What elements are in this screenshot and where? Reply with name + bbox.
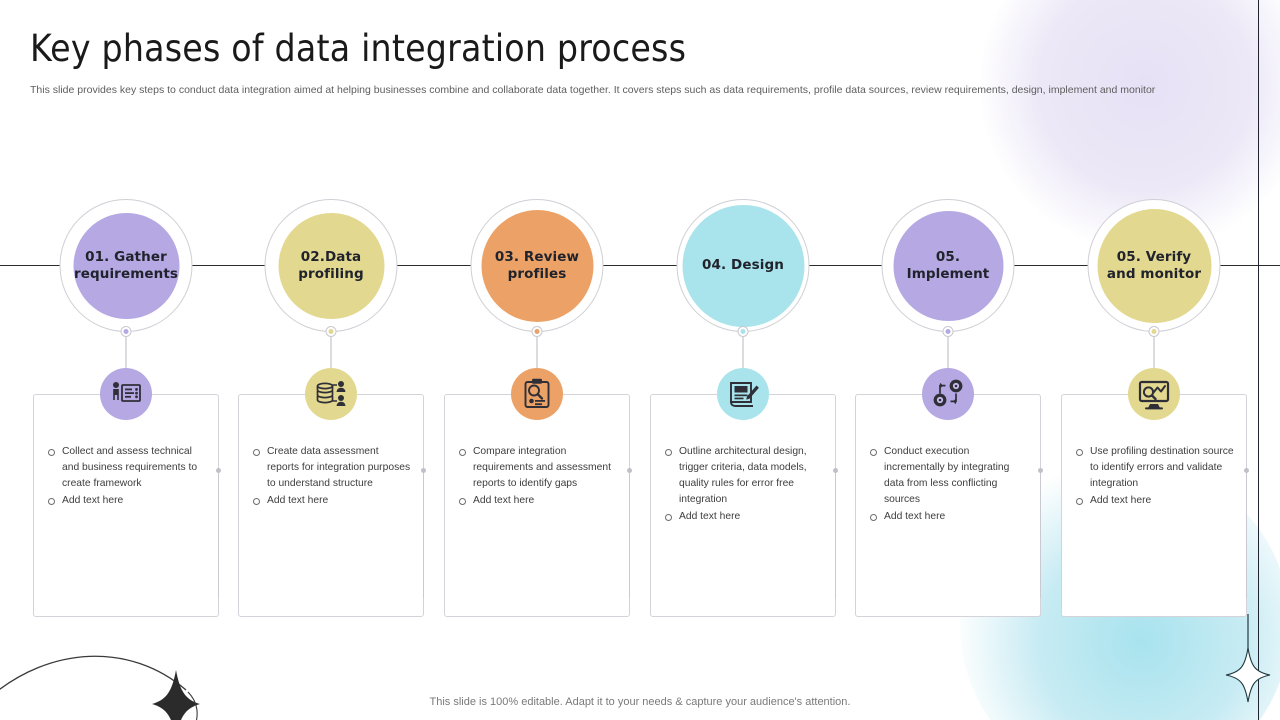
list-item: Conduct execution incrementally by integ… — [866, 444, 1028, 508]
list-item: Add text here — [44, 493, 206, 509]
phase-node-dot-6 — [1148, 326, 1160, 337]
phase-label-4: 04. Design — [702, 257, 784, 274]
slide-header: Key phases of data integration process T… — [30, 27, 1255, 97]
phase-card-tick-4 — [833, 468, 838, 598]
phase-label-3: 03. Review profiles — [494, 248, 580, 282]
phase-column-1: 01. Gather requirements Collect — [23, 0, 229, 720]
list-item: Create data assessment reports for integ… — [249, 444, 411, 492]
phase-column-6: 05. Verify and monitor Use profiling des… — [1051, 0, 1257, 720]
phase-card-tick-5 — [1038, 468, 1043, 598]
list-item: Add text here — [1072, 493, 1234, 509]
phase-card-tick-1 — [216, 468, 221, 598]
phase-column-3: 03. Review profiles Compare integration … — [434, 0, 640, 720]
phase-disc-wrap-2: 02.Data profiling — [265, 199, 398, 332]
phase-circle-5[interactable]: 05. Implement — [893, 210, 1003, 321]
phase-card-tick-2 — [421, 468, 426, 598]
phase-label-6: 05. Verify and monitor — [1106, 248, 1202, 282]
monitor-magnifier-icon[interactable] — [1128, 368, 1180, 420]
timeline-spine — [0, 265, 1280, 266]
gears-cycle-icon[interactable] — [922, 368, 974, 420]
phase-node-dot-2 — [325, 326, 337, 337]
phase-bullet-list-5: Conduct execution incrementally by integ… — [866, 444, 1028, 525]
phase-label-5: 05. Implement — [906, 248, 990, 282]
presenter-checklist-icon[interactable] — [100, 368, 152, 420]
phase-bullet-list-4: Outline architectural design, trigger cr… — [661, 444, 823, 525]
list-item: Add text here — [866, 509, 1028, 525]
list-item: Add text here — [661, 509, 823, 525]
slide-footer: This slide is 100% editable. Adapt it to… — [429, 696, 851, 708]
phase-column-4: 04. Design Outline architectural design,… — [640, 0, 846, 720]
phase-card-4: Outline architectural design, trigger cr… — [650, 394, 838, 617]
phase-circle-4[interactable]: 04. Design — [682, 204, 804, 327]
right-edge-rule — [1257, 0, 1259, 720]
phase-card-1: Collect and assess technical and busines… — [33, 394, 221, 617]
phase-disc-wrap-3: 03. Review profiles — [471, 199, 604, 332]
phase-connector-stem-4 — [742, 336, 744, 369]
phase-circle-1[interactable]: 01. Gather requirements — [73, 212, 179, 319]
phase-circle-6[interactable]: 05. Verify and monitor — [1097, 208, 1211, 323]
phase-circle-3[interactable]: 03. Review profiles — [481, 209, 593, 322]
slide-subtitle: This slide provides key steps to conduct… — [30, 83, 1156, 96]
phase-bullet-list-3: Compare integration requirements and ass… — [455, 444, 617, 509]
list-item: Compare integration requirements and ass… — [455, 444, 617, 492]
outline-star-decoration — [1225, 614, 1271, 703]
phase-card-6: Use profiling destination source to iden… — [1061, 394, 1249, 617]
sparkle-arc-decoration — [0, 655, 200, 720]
phase-connector-stem-3 — [536, 336, 538, 369]
phase-node-dot-5 — [942, 326, 954, 337]
blueprint-pen-icon[interactable] — [717, 368, 769, 420]
phase-bullet-list-2: Create data assessment reports for integ… — [249, 444, 411, 509]
phase-connector-stem-2 — [330, 336, 332, 369]
page-title: Key phases of data integration process — [30, 27, 687, 70]
phase-card-tick-3 — [627, 468, 632, 598]
list-item: Outline architectural design, trigger cr… — [661, 444, 823, 508]
phase-disc-wrap-1: 01. Gather requirements — [60, 199, 193, 332]
phase-disc-wrap-6: 05. Verify and monitor — [1088, 199, 1221, 332]
phase-column-2: 02.Data profiling Create data as — [228, 0, 434, 720]
list-item: Collect and assess technical and busines… — [44, 444, 206, 492]
phase-connector-stem-1 — [125, 336, 127, 369]
phase-bullet-list-1: Collect and assess technical and busines… — [44, 444, 206, 509]
phase-card-2: Create data assessment reports for integ… — [238, 394, 426, 617]
list-item: Use profiling destination source to iden… — [1072, 444, 1234, 492]
phase-bullet-list-6: Use profiling destination source to iden… — [1072, 444, 1234, 509]
phase-label-2: 02.Data profiling — [298, 248, 364, 282]
database-users-icon[interactable] — [305, 368, 357, 420]
phase-card-3: Compare integration requirements and ass… — [444, 394, 632, 617]
phase-column-5: 05. Implement Conduct e — [845, 0, 1051, 720]
phase-connector-stem-6 — [1153, 336, 1155, 369]
phase-connector-stem-5 — [947, 336, 949, 369]
list-item: Add text here — [455, 493, 617, 509]
list-item: Add text here — [249, 493, 411, 509]
phase-node-dot-4 — [737, 326, 749, 337]
phase-label-1: 01. Gather requirements — [73, 248, 179, 282]
phase-card-tick-6 — [1244, 468, 1249, 598]
phase-circle-2[interactable]: 02.Data profiling — [278, 212, 384, 319]
phase-disc-wrap-4: 04. Design — [677, 199, 810, 332]
phase-card-5: Conduct execution incrementally by integ… — [855, 394, 1043, 617]
phase-node-dot-1 — [120, 326, 132, 337]
phase-disc-wrap-5: 05. Implement — [882, 199, 1015, 332]
phase-node-dot-3 — [531, 326, 543, 337]
clipboard-magnifier-icon[interactable] — [511, 368, 563, 420]
